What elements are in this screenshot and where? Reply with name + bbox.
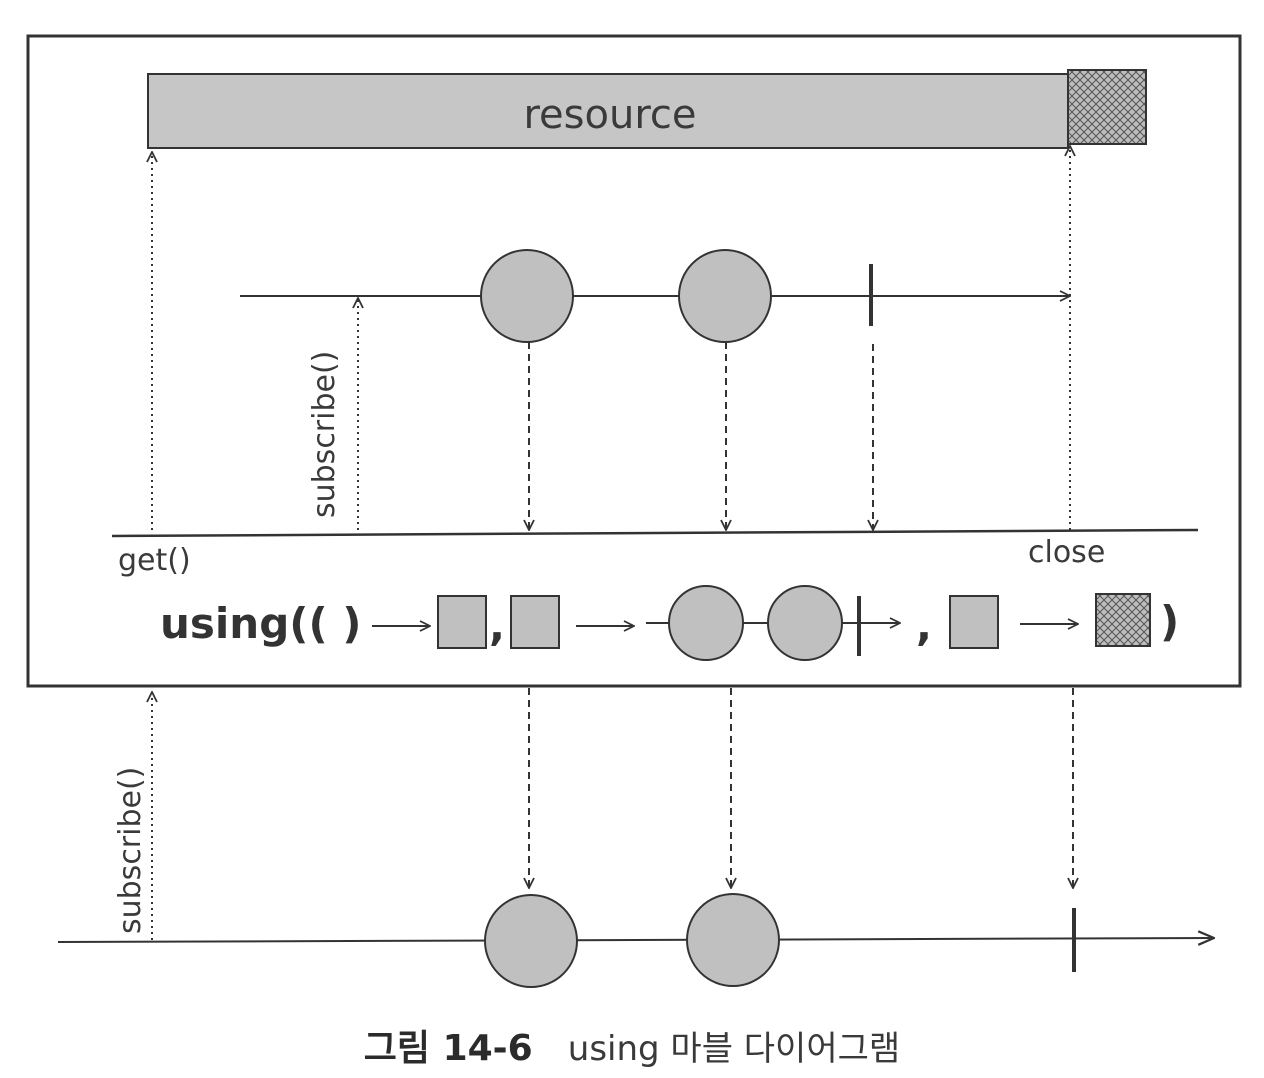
formula-circle: [767, 585, 843, 661]
result-emission-circle: [686, 893, 780, 987]
outer-subscribe-label: subscribe(): [113, 767, 148, 934]
close-label: close: [1028, 535, 1105, 570]
result-emission-circle: [484, 894, 578, 988]
formula-hatched-square: [1095, 593, 1151, 647]
operator-line: [111, 528, 1199, 538]
inner-emission-circle: [480, 249, 574, 343]
formula-square: [949, 595, 999, 649]
formula-square: [437, 595, 487, 649]
resource-bar: [147, 73, 1069, 149]
get-label: get(): [118, 543, 191, 578]
result-timeline: [57, 938, 1214, 942]
figure-caption-text: using 마블 다이어그램: [568, 1029, 900, 1069]
figure-caption: 그림 14-6 using 마블 다이어그램: [364, 1028, 900, 1069]
formula-comma: ,: [489, 601, 505, 650]
inner-subscribe-label: subscribe(): [307, 351, 342, 518]
formula-comma: ,: [916, 601, 932, 650]
using-label: using(( ): [160, 599, 361, 648]
inner-emission-circle: [678, 249, 772, 343]
formula-square: [510, 595, 560, 649]
formula-closing-paren: ): [1160, 597, 1179, 646]
figure-number: 그림 14-6: [364, 1028, 533, 1069]
resource-disposed-hatch: [1067, 69, 1147, 145]
resource-label: resource: [523, 92, 696, 138]
formula-circle: [668, 585, 744, 661]
